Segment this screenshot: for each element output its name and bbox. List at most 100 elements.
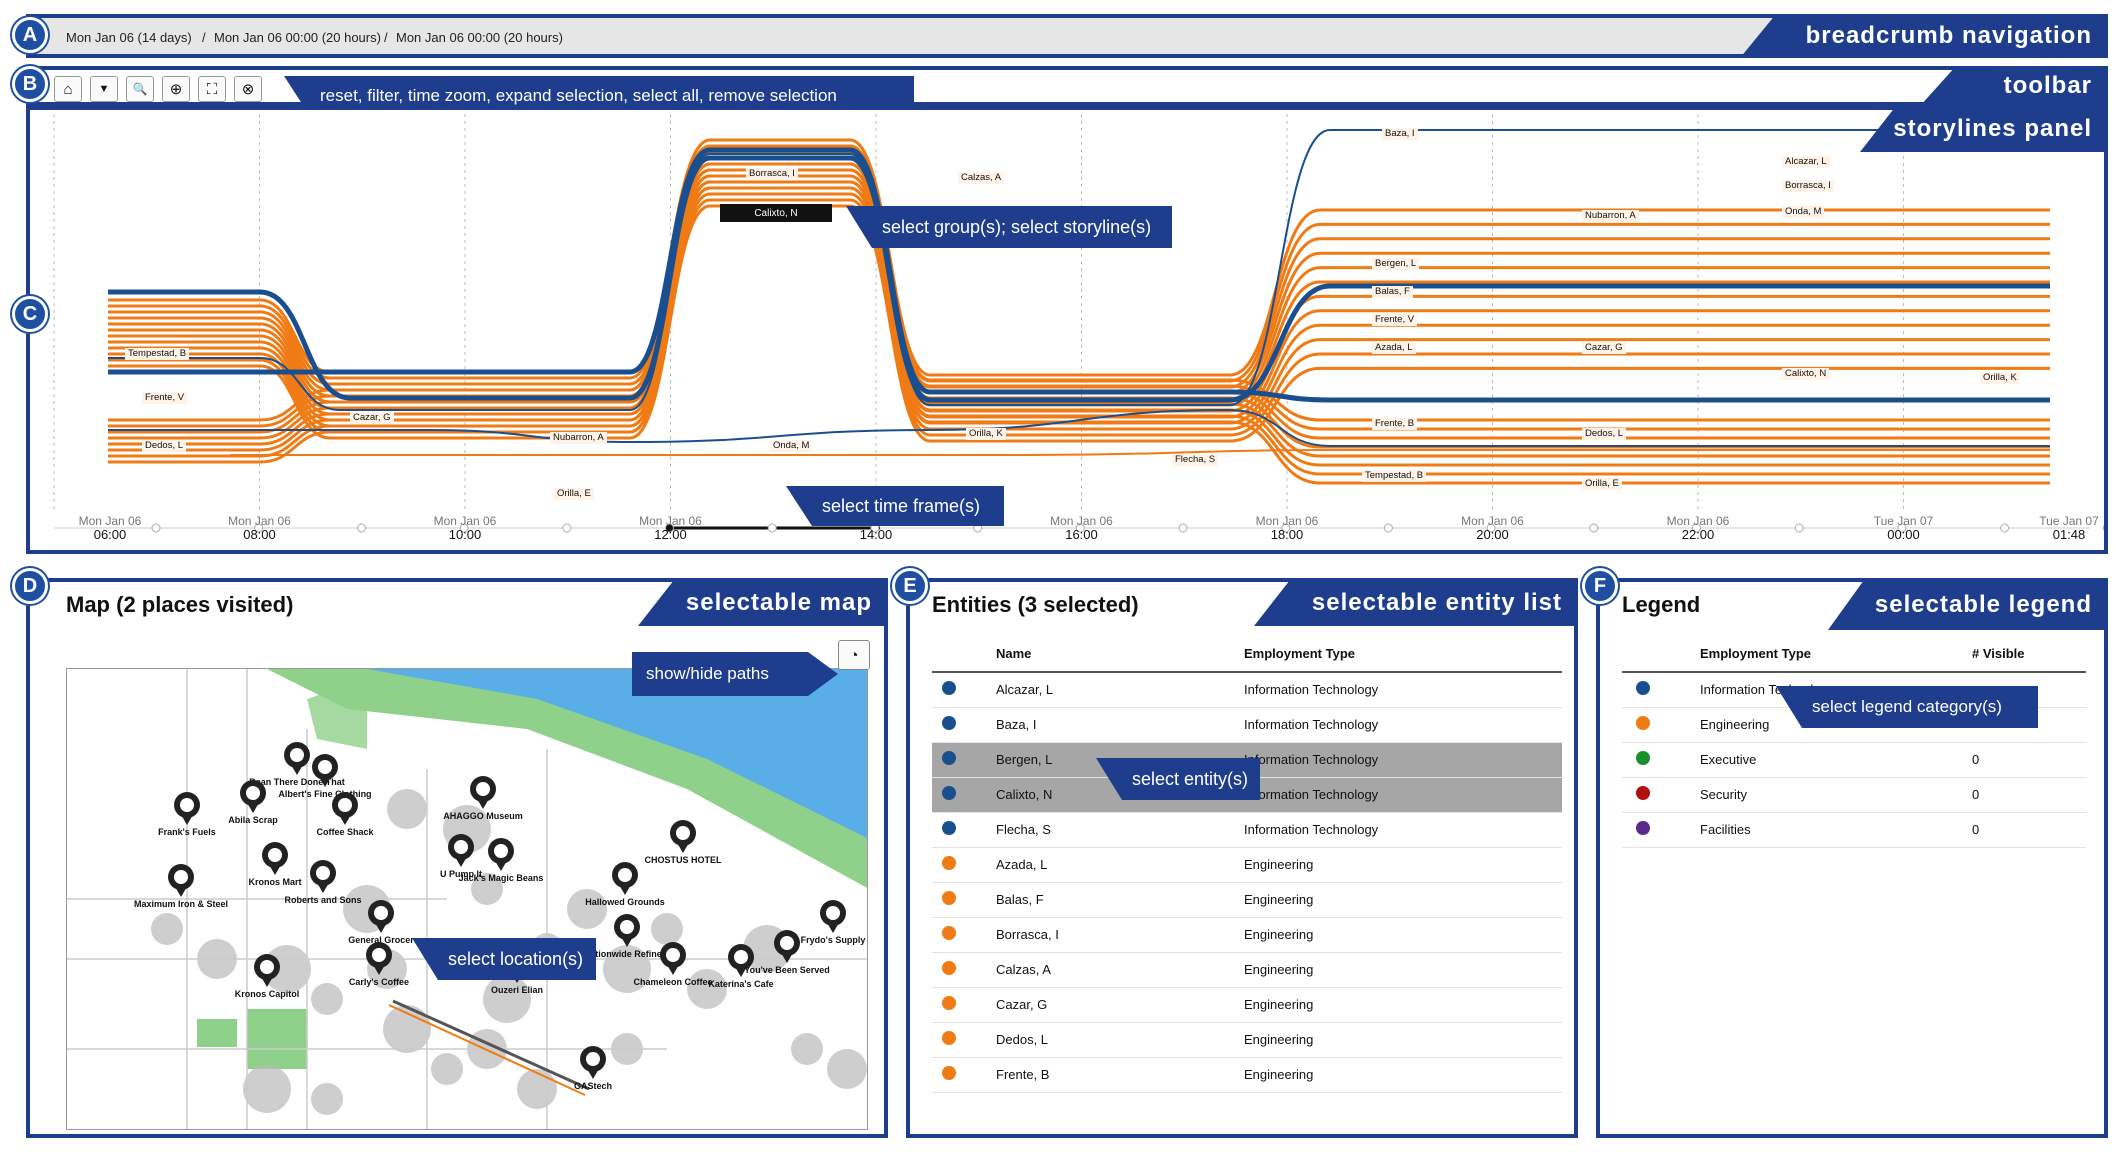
storyline-label[interactable]: Azada, L [1372, 342, 1416, 354]
time-frame-callout: select time frame(s) [786, 486, 1004, 526]
storyline-engineering [107, 150, 2050, 389]
storyline-label[interactable]: Orilla, E [554, 488, 594, 500]
storyline-label[interactable]: Tempestad, B [125, 348, 190, 360]
time-slider-handle [1075, 523, 1085, 533]
time-slider-handle [1178, 523, 1188, 533]
entity-employment-type: Information Technology [1244, 777, 1562, 813]
location-label: Coffee Shack [316, 827, 374, 837]
road-blob [471, 873, 503, 905]
storyline-label[interactable]: Cazar, G [1582, 342, 1626, 354]
select-all-button[interactable]: ⛶ [198, 76, 226, 102]
toolbar-banner: toolbar [1920, 66, 2108, 106]
storyline-label[interactable]: Frente, V [142, 392, 188, 404]
storyline-label[interactable]: Dedos, L [1582, 428, 1627, 440]
legend-visible-count: 0 [1972, 777, 2086, 813]
storyline-label[interactable]: Calixto, N [1782, 368, 1830, 380]
road-blob [311, 1083, 343, 1115]
column-header-visible-count[interactable]: # Visible [1972, 636, 2086, 673]
breadcrumb-separator: / [384, 30, 388, 45]
storyline-label[interactable]: Frente, B [1372, 418, 1418, 430]
location-icon [618, 868, 632, 882]
location-icon [676, 826, 690, 840]
tick-date: Mon Jan 06 [1666, 514, 1730, 528]
location-pin-tip [318, 775, 332, 787]
storyline-label[interactable]: Frente, V [1372, 314, 1418, 326]
storyline-label[interactable]: Bergen, L [1372, 258, 1420, 270]
storyline-label[interactable]: Orilla, K [966, 428, 1006, 440]
storyline-label[interactable]: Balas, F [1372, 286, 1413, 298]
column-header-employment-type[interactable]: Employment Type [1700, 636, 1972, 673]
road-blob [517, 1069, 557, 1109]
storyline-label[interactable]: Cazar, G [350, 412, 394, 424]
time-zoom-button[interactable]: 🔍 [126, 76, 154, 102]
storyline-label[interactable]: Orilla, K [1980, 372, 2020, 384]
storyline-label[interactable]: Borrasca, I [1782, 180, 1834, 192]
storylines-panel: Tempestad, B Frente, V Dedos, L Cazar, G Nub… [26, 106, 2108, 554]
location-label: Carly's Coffee [349, 977, 409, 987]
location-pin-tip [586, 1067, 600, 1079]
filter-button[interactable]: ▼ [90, 76, 118, 102]
location-pin-tip [246, 801, 260, 813]
legend-row[interactable]: Information Technology [1622, 672, 2086, 708]
location-icon [780, 936, 794, 950]
storyline-label[interactable]: Alcazar, L [1782, 156, 1830, 168]
location-label: Nationwide Refinery [584, 949, 671, 959]
location-label: GAStech [574, 1081, 612, 1091]
storyline-label[interactable]: Baza, I [1382, 128, 1418, 140]
storyline-label[interactable]: Dedos, L [142, 440, 187, 452]
storyline-label[interactable]: Onda, M [770, 440, 813, 452]
remove-selection-button[interactable]: ⊗ [234, 76, 262, 102]
entity-name: Frente, B [996, 1057, 1244, 1093]
location-pin-tip [290, 763, 304, 775]
storyline-label[interactable]: Nubarron, A [1582, 210, 1639, 222]
breadcrumb-item[interactable]: Mon Jan 06 (14 days) [66, 30, 192, 45]
storyline-label[interactable]: Tempestad, B [1362, 470, 1427, 482]
breadcrumb-item[interactable]: Mon Jan 06 00:00 (20 hours) [214, 30, 381, 45]
storyline-label[interactable]: Onda, M [1782, 206, 1825, 218]
time-slider-handle [151, 523, 161, 533]
location-label: You've Been Served [744, 965, 830, 975]
location-label: AHAGGO Museum [443, 811, 523, 821]
column-header-name[interactable]: Name [996, 636, 1244, 673]
expand-selection-button[interactable]: ⊕ [162, 76, 190, 102]
storyline-it [108, 155, 2050, 403]
reset-button[interactable]: ⌂ [54, 76, 82, 102]
location-label: Albert's Fine Clothing [278, 789, 371, 799]
column-header-employment-type[interactable]: Employment Type [1244, 636, 1562, 673]
time-slider-handle [1281, 523, 1291, 533]
toggle-paths-button[interactable]: ◔ [838, 640, 870, 670]
selected-storyline-label[interactable]: Calixto, N [720, 204, 832, 222]
location-label: Kronos Capitol [235, 989, 300, 999]
breadcrumb-item[interactable]: Mon Jan 06 00:00 (20 hours) [396, 30, 563, 45]
select-legend-callout: select legend category(s) [1776, 686, 2038, 728]
storyline-label[interactable]: Calzas, A [958, 172, 1005, 184]
storylines-chart[interactable] [30, 110, 2104, 550]
road-blob [827, 1049, 867, 1089]
show-paths-callout: show/hide paths [632, 652, 838, 696]
tick-time: 20:00 [1476, 527, 1509, 542]
entity-name: Dedos, L [996, 1022, 1244, 1058]
storyline-label[interactable]: Borrasca, I [746, 168, 798, 180]
storyline-label[interactable]: Orilla, E [1582, 478, 1622, 490]
entity-color-dot [942, 856, 956, 870]
tick-date: Mon Jan 06 [1050, 514, 1113, 528]
tick-time: 14:00 [859, 527, 893, 542]
legend-banner: selectable legend [1828, 580, 2108, 630]
storyline-label[interactable]: Flecha, S [1172, 454, 1219, 466]
location-label: Ouzeri Elian [491, 985, 543, 995]
storyline-label[interactable]: Nubarron, A [550, 432, 607, 444]
